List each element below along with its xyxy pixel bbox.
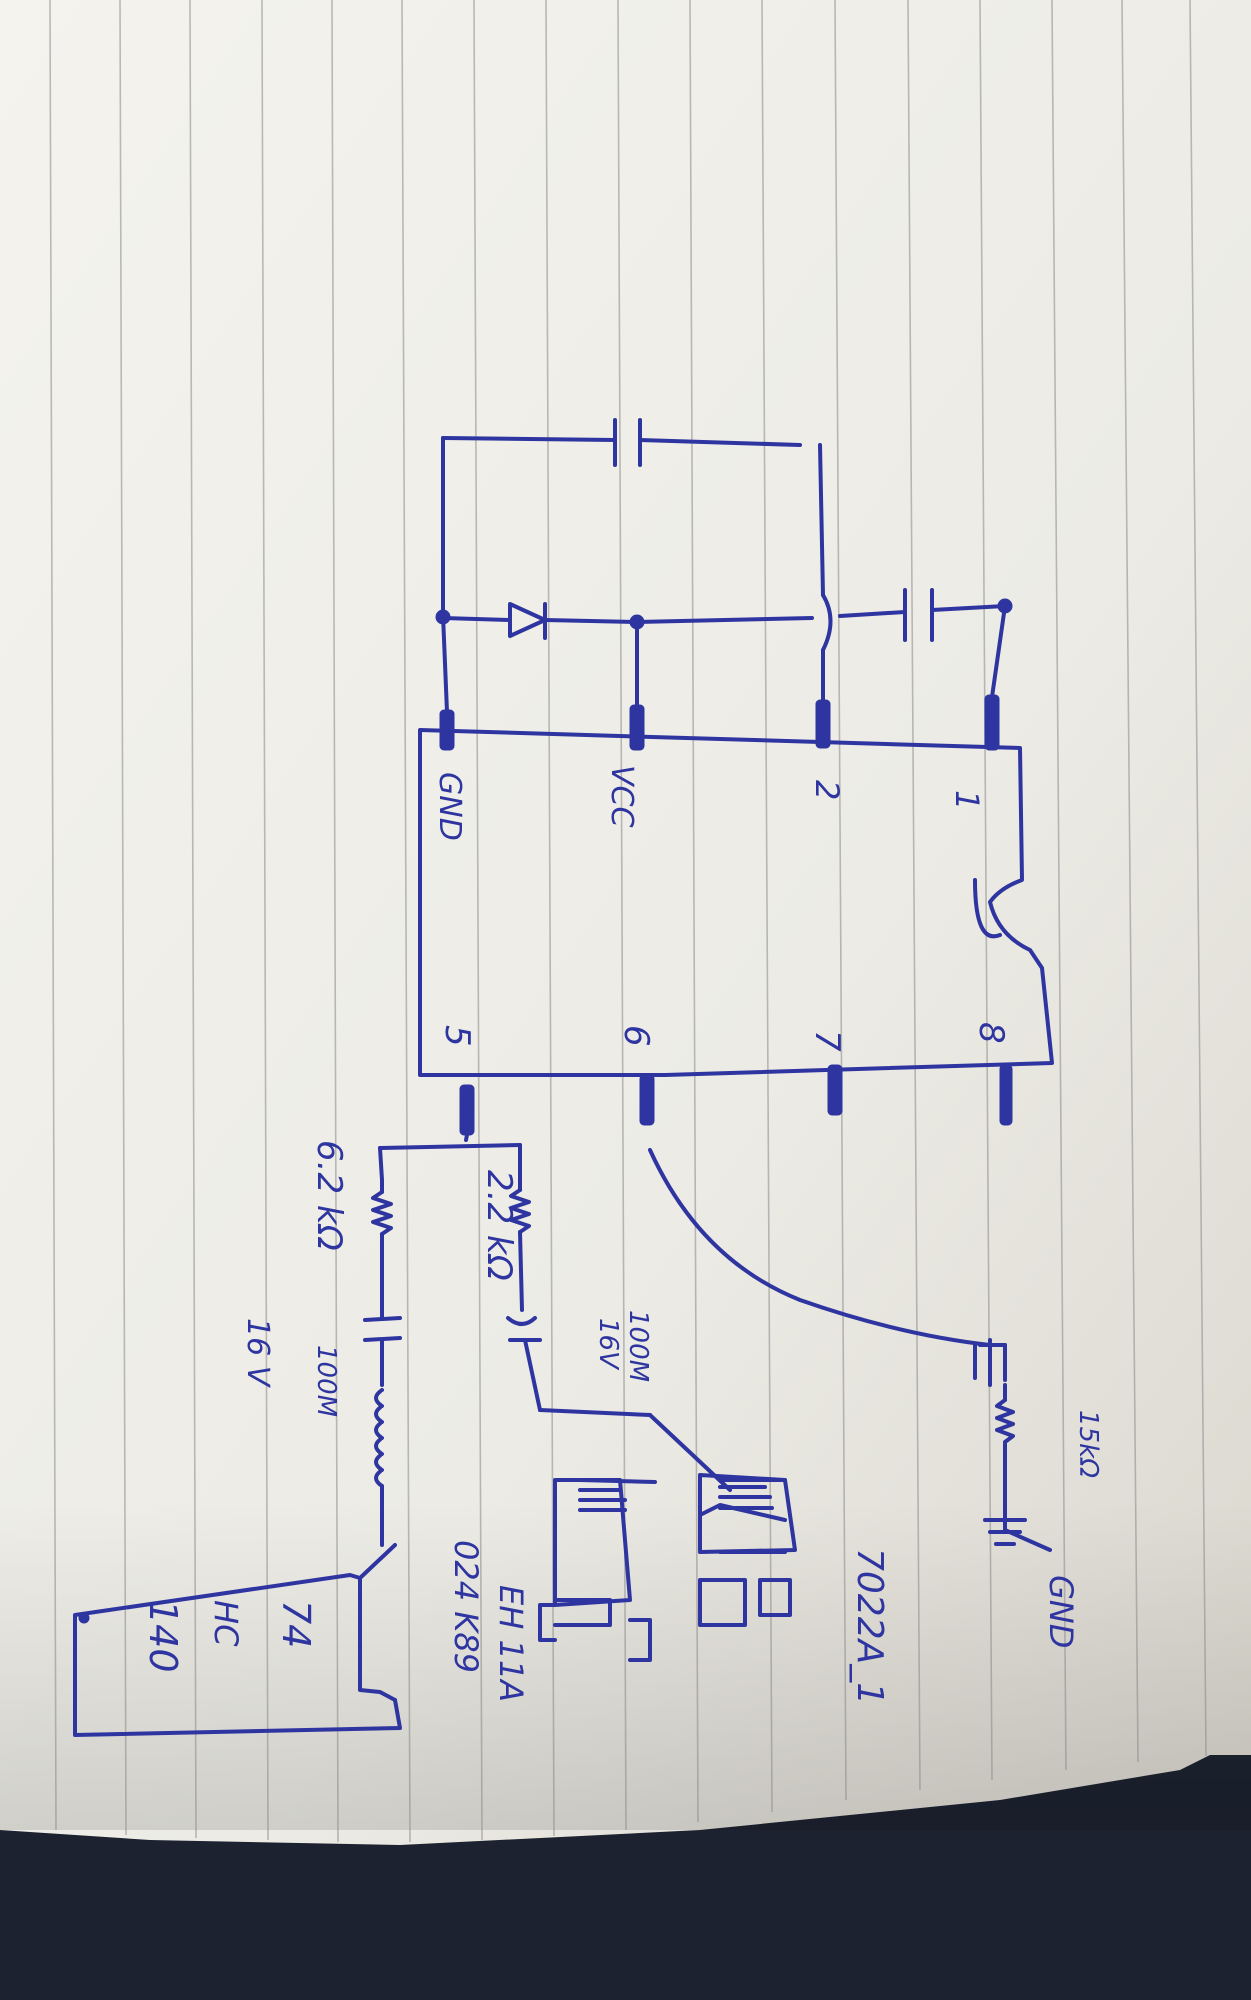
capacitor-icon: [363, 1316, 402, 1387]
pin-gnd-label: GND: [432, 772, 467, 841]
label-chip-lower-2: 024 K89: [447, 1540, 485, 1673]
label-6k2: 6.2 kΩ: [309, 1140, 349, 1251]
node-vcc: [629, 614, 645, 630]
resistor-icon: [509, 1173, 531, 1312]
pin-marker-1: [984, 694, 1000, 751]
heatsink-upper: [718, 1485, 774, 1510]
pin-marker-8: [999, 1064, 1013, 1126]
label-100m-a: 100M: [623, 1310, 653, 1382]
resistor-icon: [371, 1178, 393, 1320]
ic-74hc14: [73, 1543, 402, 1737]
chip-lower-package: [538, 1478, 657, 1662]
pin2-label: 2: [808, 780, 846, 800]
label-2k2: 2.2 kΩ: [479, 1170, 519, 1281]
inductor-icon: [374, 1388, 384, 1547]
pin-marker-5: [459, 1084, 475, 1136]
ruled-lines: [49, 0, 1207, 1843]
label-15k: 15kΩ: [1073, 1410, 1103, 1478]
ic-pins: [439, 694, 1013, 1136]
ic-notch: [973, 878, 1002, 939]
pin-marker-2: [815, 699, 831, 749]
pin-marker-6: [639, 1074, 655, 1126]
label-16v-a: 16V: [593, 1318, 623, 1371]
pin-marker-7: [827, 1064, 843, 1116]
resistor-icon: [995, 1383, 1015, 1532]
label-chip-upper: 7022A_1: [849, 1548, 890, 1705]
pin5-label: 5: [437, 1025, 477, 1047]
chip-upper-package: [698, 1473, 797, 1627]
pin6-label: 6: [616, 1025, 656, 1047]
label-16v-b: 16 V: [240, 1318, 275, 1389]
pin1-label: 1: [948, 790, 986, 810]
pin-marker-gnd: [439, 709, 455, 751]
pin8-label: 8: [971, 1022, 1011, 1044]
capacitor-icon: [903, 588, 934, 642]
pin7-label: 7: [807, 1030, 847, 1052]
pin-labels: 1 2 VCC GND 8 7 6 5: [432, 765, 1011, 1052]
battery-icon: [973, 1338, 1007, 1387]
diode-icon: [508, 602, 547, 640]
label-100m-b: 100M: [311, 1345, 341, 1417]
node-gnd: [435, 609, 451, 625]
bottom-wiring: [378, 1133, 1007, 1362]
label-hc: HC: [207, 1600, 245, 1647]
label-chip-lower-1: EH 11A: [492, 1585, 530, 1702]
pin-marker-vcc: [629, 704, 645, 751]
ground-icon: [983, 1518, 1052, 1552]
label-140: 140: [141, 1600, 185, 1673]
main-ic: [418, 728, 1054, 1077]
capacitor-icon: [613, 418, 642, 467]
paper-sheet: [0, 0, 1251, 1845]
label-74: 74: [274, 1600, 318, 1648]
pin-vcc-label: VCC: [604, 765, 639, 827]
label-gnd: GND: [1042, 1575, 1080, 1648]
component-labels: 15kΩ GND 2.2 kΩ 6.2 kΩ 100M 16V 100M 16 …: [141, 1140, 1103, 1705]
ic-outline: [418, 728, 1054, 1077]
top-wiring: [435, 436, 1013, 714]
node-pin1: [997, 598, 1013, 614]
pin-dot: [78, 1612, 90, 1624]
